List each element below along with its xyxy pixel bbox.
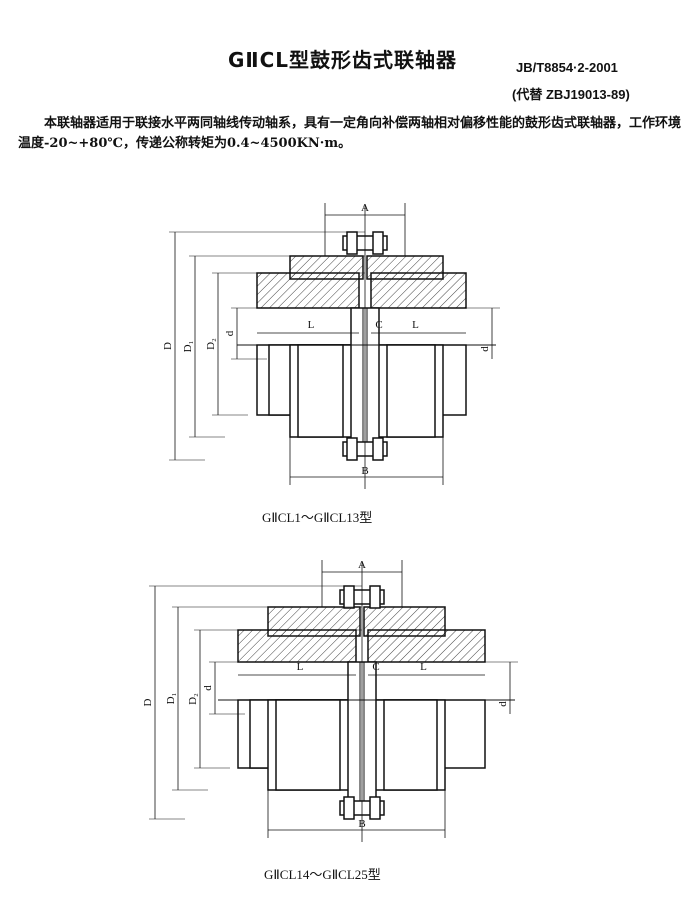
label-L-left: L [297,661,304,673]
intro-paragraph: 本联轴器适用于联接水平两同轴线传动轴系，具有一定角向补偿两轴相对偏移性能的鼓形齿… [18,116,682,151]
replaces-standard: (代替 ZBJ19013-89) [512,87,630,102]
standard-number: JB/T8854·2-2001 [516,60,618,75]
label-L-right: L [420,661,427,673]
right-hub-section [370,272,467,309]
label-A: A [358,559,366,571]
bolt-nut [369,585,381,609]
label-L-left: L [308,319,315,331]
left-sleeve-lower [275,699,341,791]
label-d-right: d [497,701,509,707]
label-L-right: L [412,319,419,331]
bolt-nut [372,231,384,255]
label-d-right: d [479,346,491,352]
label-d: d [202,685,214,691]
bolt-nut [346,437,358,461]
label-B: B [358,818,365,830]
label-D: D [162,342,174,350]
bolt-nut [343,585,355,609]
bolt-nut [343,796,355,820]
figure-caption-2: GⅡCL14～GⅡCL25型 [264,867,381,882]
label-C: C [375,319,382,331]
label-D1: D₁ [165,692,177,704]
label-d: d [224,330,236,336]
label-B: B [361,465,368,477]
label-C: C [372,661,379,673]
left-sleeve [267,606,361,637]
label-D: D [142,698,154,706]
label-D2: D₂ [187,693,199,705]
page-title: GⅡCL型鼓形齿式联轴器 [228,48,458,72]
label-A: A [361,202,369,214]
figure-caption-1: GⅡCL1～GⅡCL13型 [262,510,373,525]
label-D1: D₁ [182,340,194,352]
right-sleeve-lower [383,699,438,791]
bolt-nut [369,796,381,820]
label-D2: D₂ [205,338,217,350]
right-sleeve-lower [386,344,436,438]
bolt-nut [372,437,384,461]
left-sleeve-lower [297,344,344,438]
right-sleeve [363,606,446,637]
